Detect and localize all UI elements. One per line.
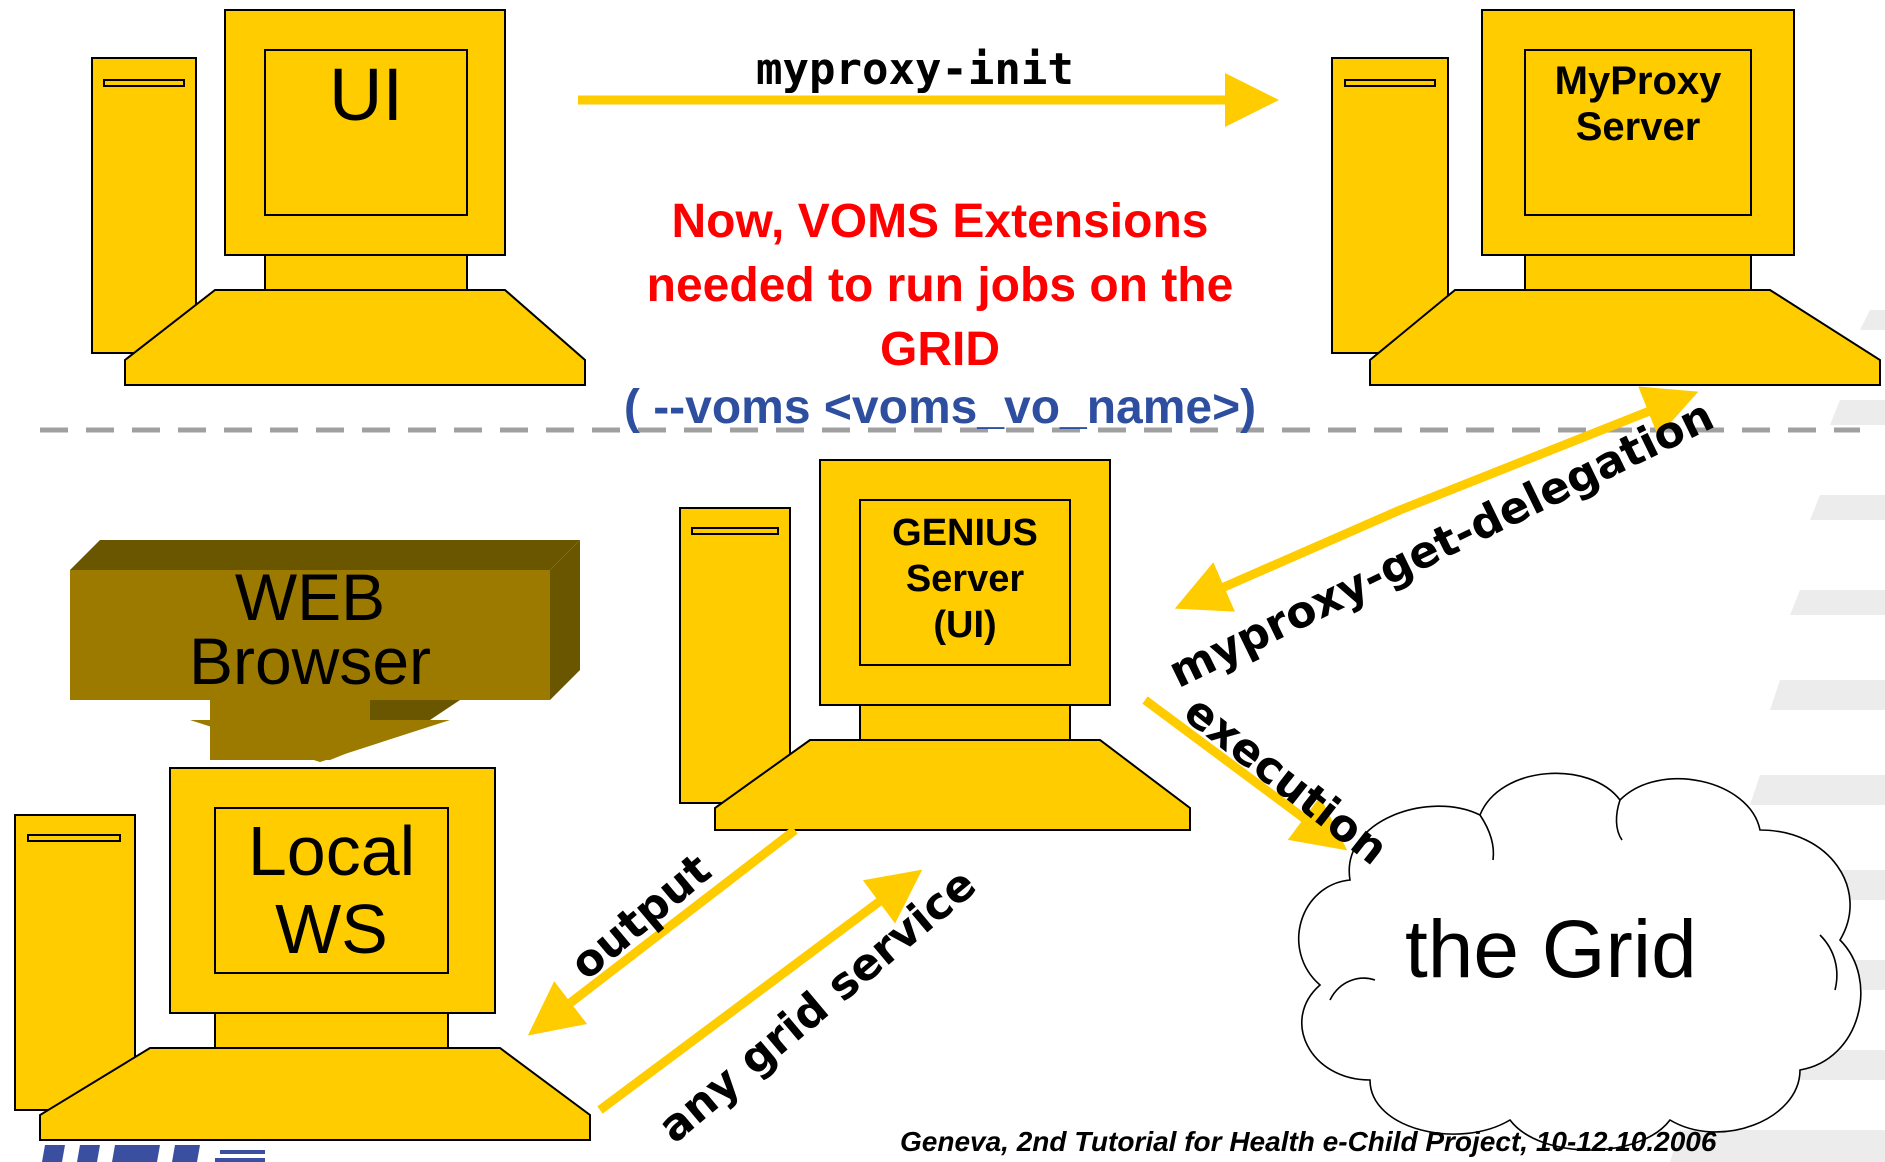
myproxy-init-label: myproxy-init [756, 44, 1074, 95]
web-browser-box [70, 540, 580, 762]
voms-option: ( --voms <voms_vo_name>) [623, 381, 1257, 434]
genius-server-label: GENIUS Server (UI) [860, 510, 1070, 648]
web-browser-label-line2: Browser [188, 624, 432, 698]
ui-label: UI [329, 53, 403, 136]
arrow-execution [1142, 696, 1348, 851]
footer-text: Geneva, 2nd Tutorial for Health e-Child … [900, 1126, 1717, 1157]
computer-ui [91, 9, 586, 386]
genius-server-label-line1: GENIUS [892, 512, 1038, 554]
local-ws-label-line2: WS [275, 890, 388, 968]
arrow-delegation-to-myproxy [1398, 386, 1699, 515]
arrow-any-grid-service [597, 869, 923, 1114]
computer-genius-server [679, 459, 1191, 831]
voms-notice-line2: needed to run jobs on the [646, 259, 1234, 312]
local-ws-label: Local WS [215, 812, 448, 968]
voms-notice-line1: Now, VOMS Extensions [671, 195, 1209, 248]
web-browser-label: WEB Browser [120, 560, 500, 698]
computer-myproxy-server [1331, 9, 1881, 386]
genius-server-label-line2: Server [905, 558, 1025, 600]
the-grid-label: the Grid [1405, 904, 1697, 995]
voms-notice-line3: GRID [880, 323, 1000, 376]
arrow-output [527, 826, 798, 1036]
web-browser-label-line1: WEB [234, 560, 386, 634]
local-ws-label-line1: Local [247, 812, 416, 890]
myproxy-server-label: MyProxy Server [1525, 58, 1751, 150]
voms-notice: Now, VOMS Extensions needed to run jobs … [580, 190, 1300, 382]
genius-server-label-line3: (UI) [933, 604, 997, 646]
grid-cloud [1297, 772, 1862, 1151]
logo [42, 1145, 265, 1162]
computer-local-ws [14, 767, 591, 1141]
arrow-delegation-to-genius [1174, 505, 1402, 612]
myproxy-server-label-line1: MyProxy [1554, 59, 1722, 103]
myproxy-server-label-line2: Server [1575, 105, 1701, 149]
arrows [527, 73, 1699, 1114]
